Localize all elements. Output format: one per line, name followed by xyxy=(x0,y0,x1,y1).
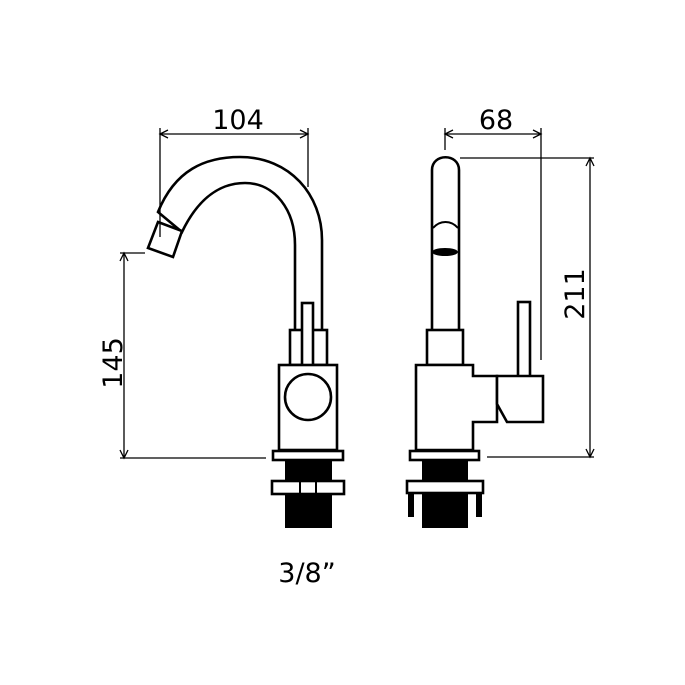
arrowheads xyxy=(585,156,595,459)
arrowheads xyxy=(443,129,543,139)
collar-side xyxy=(425,328,465,367)
mounting-nut-side xyxy=(405,479,485,495)
base-plate-side xyxy=(408,449,481,462)
aerator-nozzle xyxy=(146,220,184,259)
mounting-pin xyxy=(408,493,414,517)
lever-handle-side xyxy=(516,300,532,379)
base-plate xyxy=(271,449,345,462)
side-view xyxy=(405,155,545,528)
aerator-ring xyxy=(432,221,459,229)
dim-label-104: 104 xyxy=(212,105,264,136)
thread-size-label: 3/8” xyxy=(278,558,335,589)
front-view xyxy=(146,155,346,528)
front-dimensions: 104 145 3/8” xyxy=(98,105,336,589)
dim-label-211: 211 xyxy=(560,268,591,320)
mounting-nut xyxy=(270,479,346,496)
dim-label-145: 145 xyxy=(98,337,129,389)
handle-hub xyxy=(283,372,333,422)
mounting-pin xyxy=(476,493,482,517)
side-dimensions: 68 211 xyxy=(443,105,595,459)
arrowheads xyxy=(119,251,129,460)
spout-pipe-side xyxy=(430,155,461,334)
dim-label-68: 68 xyxy=(479,105,513,136)
spout-pipe xyxy=(156,155,324,334)
arrowheads xyxy=(158,129,310,139)
aerator-band xyxy=(432,248,458,256)
valve-body-side xyxy=(414,363,499,452)
handle-block-side xyxy=(495,374,545,424)
